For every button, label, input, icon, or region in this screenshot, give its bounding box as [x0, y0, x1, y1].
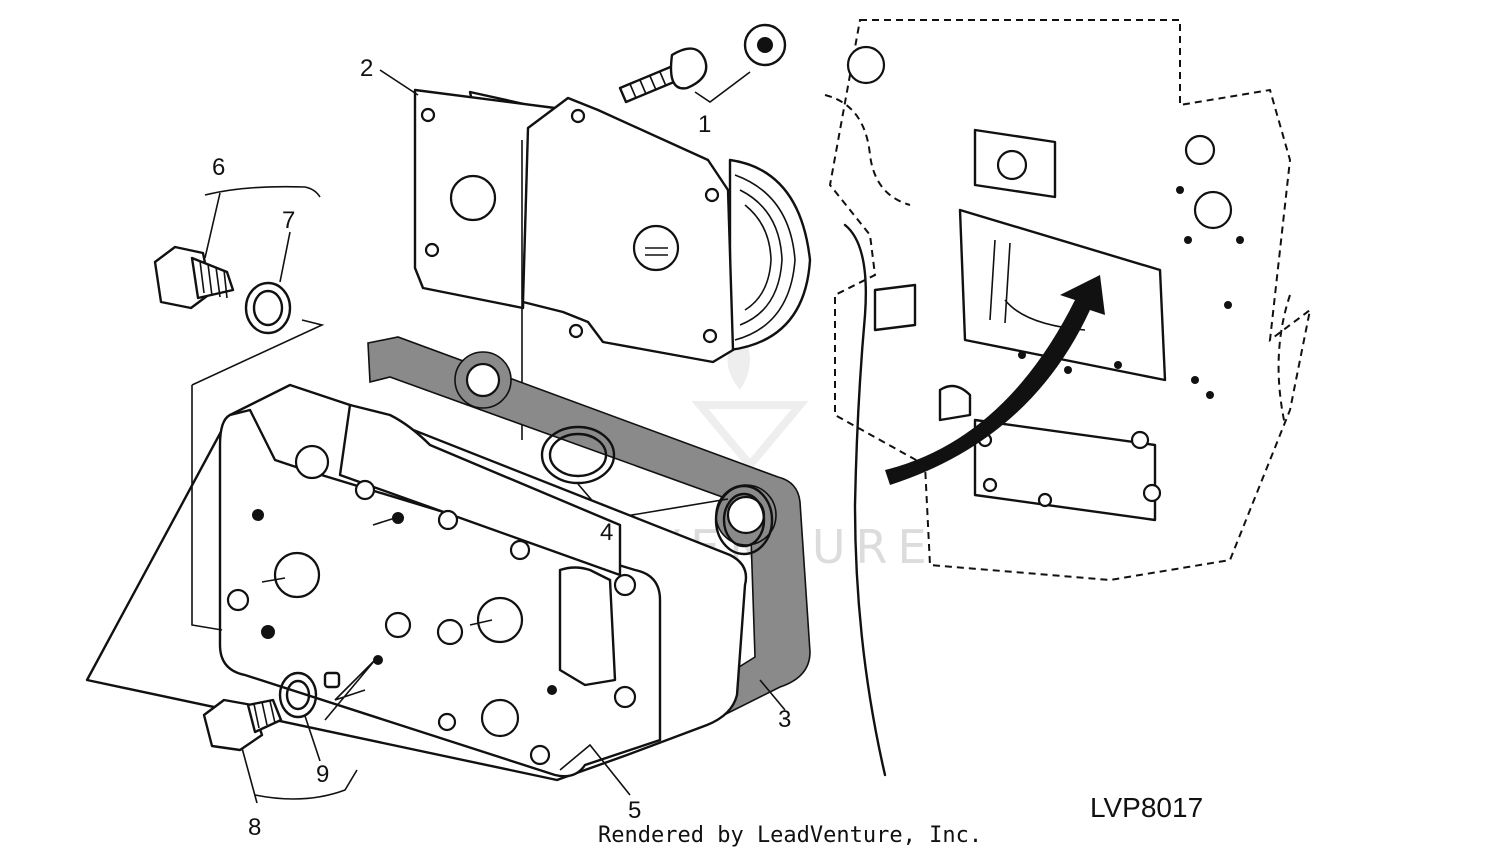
- part-8-plug[interactable]: [202, 698, 283, 752]
- engine-block: [824, 19, 1312, 582]
- callout-6: 6: [212, 154, 225, 181]
- callout-9: 9: [316, 761, 329, 788]
- part-2-cover-plate[interactable]: [413, 88, 812, 440]
- part-6-plug[interactable]: [153, 245, 235, 310]
- callout-8: 8: [248, 814, 261, 841]
- callout-7: 7: [282, 207, 295, 234]
- part-4-o-rings[interactable]: [540, 425, 774, 556]
- callout-2: 2: [360, 55, 373, 82]
- replace-part-icon: [743, 23, 787, 67]
- bracket-6-7: [191, 185, 325, 631]
- part-9-washer[interactable]: [278, 671, 318, 719]
- part-7-washer[interactable]: [244, 281, 292, 335]
- leader-2: [379, 69, 419, 96]
- callout-5: 5: [628, 797, 641, 824]
- leader-1: [694, 71, 751, 103]
- figure-code: LVP8017: [1090, 792, 1203, 823]
- bracket-8-9: [254, 769, 358, 800]
- leader-3: [759, 679, 786, 711]
- callout-1: 1: [698, 111, 711, 138]
- leader-5: [559, 743, 631, 796]
- credit-line: Rendered by LeadVenture, Inc.: [598, 823, 982, 848]
- leader-6-7: [204, 192, 291, 283]
- part-1-cap-screw[interactable]: [618, 47, 708, 104]
- callout-3: 3: [778, 706, 791, 733]
- callout-labels: 1 2 3 4 5 6 7 8 9: [212, 55, 791, 841]
- part-5-cooler-housing[interactable]: [85, 383, 748, 782]
- leader-8-9: [241, 659, 376, 804]
- callout-4: 4: [600, 519, 613, 546]
- engine-location-arrow-icon: [843, 223, 1105, 777]
